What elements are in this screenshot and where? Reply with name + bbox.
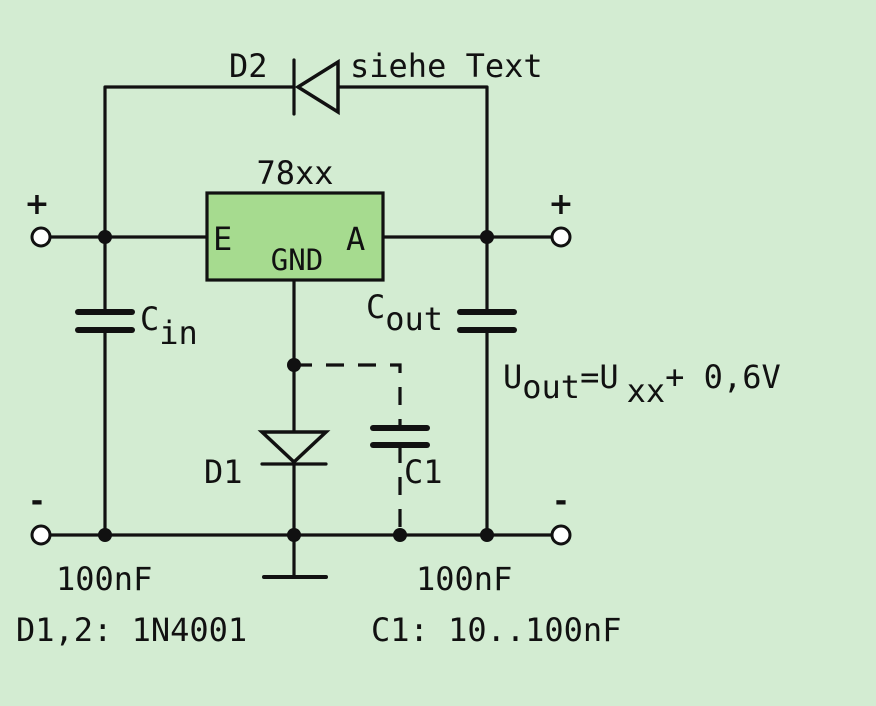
formula-rhs-sub: xx (627, 372, 666, 410)
cout-label: Cout (366, 288, 443, 338)
junction-dot (287, 528, 301, 542)
wire-c1-dashed (294, 363, 402, 535)
cout-value-label: 100nF (416, 560, 512, 598)
diode-d2-triangle (294, 58, 340, 116)
c1-range-note: C1: 10..100nF (371, 611, 621, 649)
input-minus-sign: - (31, 484, 43, 519)
pin-a-label: A (346, 220, 365, 258)
capacitor-cin: Cin 100nF (56, 300, 198, 598)
capacitor-cout: Cout 100nF (366, 288, 517, 598)
junction-dot (287, 358, 301, 372)
cout-label-base: C (366, 288, 385, 326)
terminal-output-plus (550, 226, 572, 248)
diode-d1-label: D1 (204, 453, 243, 491)
junction-dot (98, 528, 112, 542)
cin-label: Cin (140, 300, 198, 352)
terminal-input-minus (30, 524, 52, 546)
input-plus-sign: + (24, 187, 49, 222)
formula-tail: + 0,6V (665, 358, 781, 396)
capacitor-c1: C1 (370, 425, 443, 491)
diode-d2-symbol: D2 siehe Text (229, 47, 543, 116)
formula-lhs-base: U (503, 358, 522, 396)
cin-label-base: C (140, 300, 159, 338)
junction-dot (393, 528, 407, 542)
diode-d1-triangle (257, 430, 331, 465)
diode-d2-label: D2 (229, 47, 268, 85)
pin-gnd-label: GND (271, 243, 323, 277)
terminal-output-minus (550, 524, 572, 546)
cin-value-label: 100nF (56, 560, 152, 598)
formula-lhs-sub: out (522, 368, 580, 406)
terminal-input-plus (30, 226, 52, 248)
c1-label: C1 (404, 453, 443, 491)
formula-equals: = (580, 358, 599, 396)
diode-d2-note: siehe Text (350, 47, 543, 85)
regulator-body (205, 191, 385, 282)
diode-d1-symbol: D1 (204, 430, 331, 491)
wire-d2-bypass (103, 85, 489, 239)
pin-e-label: E (213, 220, 232, 258)
output-minus-sign: - (555, 484, 567, 519)
voltage-regulator: 78xx E A GND (205, 154, 385, 282)
formula-rhs-base: U (599, 358, 618, 396)
regulator-type-label: 78xx (256, 154, 333, 192)
cout-label-sub: out (385, 300, 443, 338)
diode-part-note: D1,2: 1N4001 (16, 611, 247, 649)
junction-dot (98, 230, 112, 244)
cin-label-sub: in (159, 314, 198, 352)
junction-dot (480, 230, 494, 244)
junction-dot (480, 528, 494, 542)
junctions (98, 230, 494, 542)
terminals: + + - - (24, 187, 574, 546)
output-plus-sign: + (548, 187, 573, 222)
